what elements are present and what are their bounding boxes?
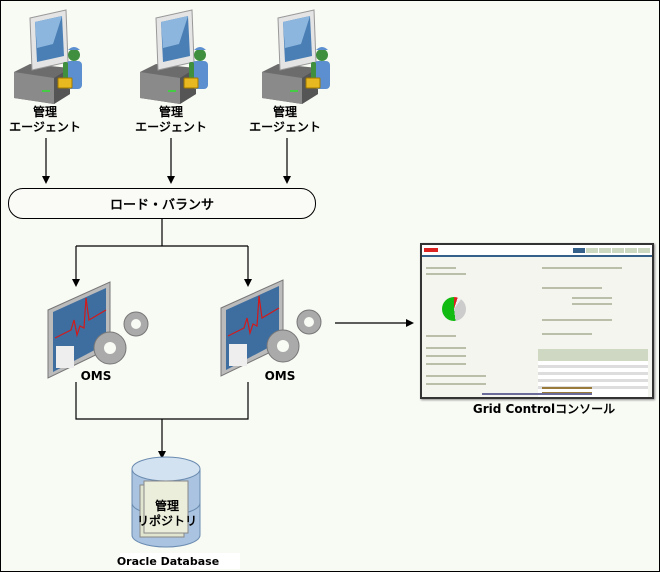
agent-computer-icon [262,9,330,104]
oms-label: OMS [264,369,296,383]
console-body [422,257,652,397]
database-cylinder-icon [131,456,201,548]
console-table [538,349,648,397]
oms-to-repo-branch [75,382,249,420]
repository-label: 管理 リポジトリ [137,499,197,529]
agent-computer-icon [14,9,82,104]
console-header [422,245,652,257]
console-footer-links [482,393,592,395]
agent-label-line1: 管理 [158,105,184,119]
console-label: Grid Controlコンソール [472,402,616,416]
oms-label: OMS [80,369,112,383]
load-balancer: ロード・バランサ [8,188,316,219]
database-label: Oracle Database [116,555,220,568]
grid-control-console-screenshot [420,243,654,399]
agent-label-line1: 管理 [272,105,298,119]
repository-label-line1: 管理 [154,499,180,513]
agent-label-line2: エージェント [249,120,321,134]
load-balancer-label: ロード・バランサ [109,198,214,213]
agent-label: 管理 エージェント [135,105,207,135]
repository-label-line2: リポジトリ [136,514,198,528]
database-label-bg [120,553,240,569]
status-pie-icon [442,297,466,321]
agent-label: 管理 エージェント [9,105,81,135]
agent-label: 管理 エージェント [249,105,321,135]
oms-monitor-gears-icon [47,281,149,379]
console-tabs [573,247,650,253]
agent-computer-icon [140,9,208,104]
agent-label-line2: エージェント [9,120,81,134]
oracle-logo [424,248,438,252]
agent-label-line1: 管理 [32,105,58,119]
oms-monitor-gears-icon [220,279,322,377]
agent-label-line2: エージェント [135,120,207,134]
